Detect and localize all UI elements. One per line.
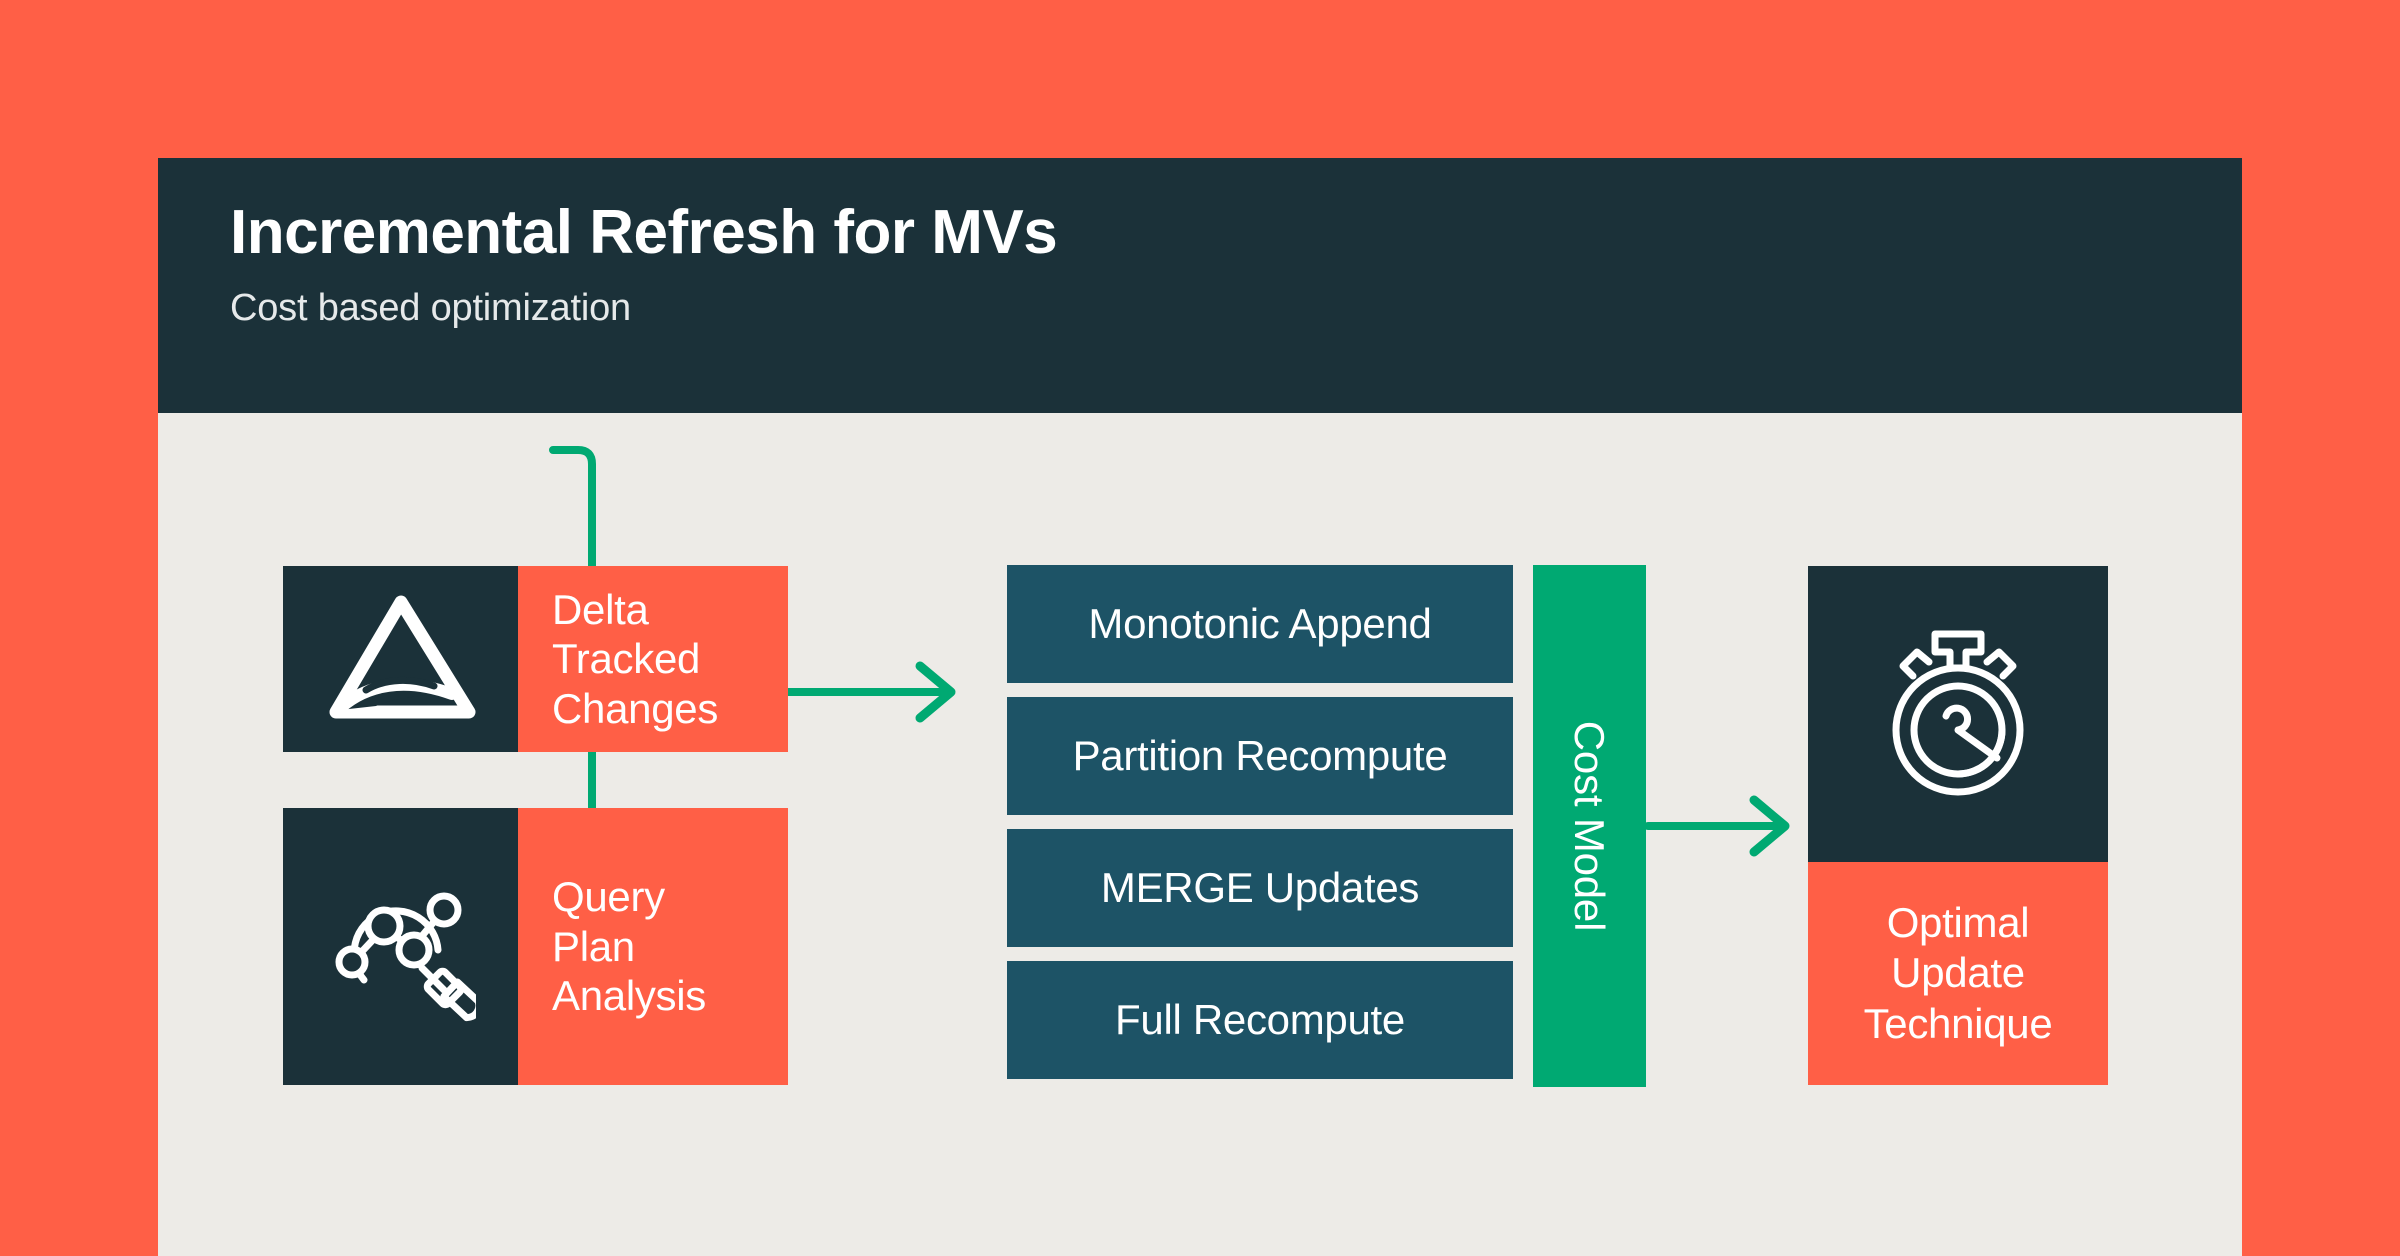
card-header: Incremental Refresh for MVs Cost based o… [158, 158, 2242, 413]
strategy-bar-merge-updates[interactable]: MERGE Updates [1007, 829, 1513, 947]
diagram-card: Incremental Refresh for MVs Cost based o… [158, 158, 2242, 1256]
strategy-label: Monotonic Append [1088, 600, 1432, 647]
input-label-delta: Delta Tracked Changes [518, 566, 788, 752]
output-label-line: Update [1891, 949, 2025, 997]
output-block-optimal-update-technique[interactable]: Optimal Update Technique [1808, 566, 2108, 1085]
cost-model-bar[interactable]: Cost Model [1533, 565, 1646, 1087]
input-block-delta-tracked-changes[interactable]: Delta Tracked Changes [283, 566, 788, 752]
output-label-line: Optimal [1886, 898, 2030, 946]
strategy-bar-monotonic-append[interactable]: Monotonic Append [1007, 565, 1513, 683]
input-label-line: Analysis [552, 972, 706, 1020]
input-label-query: Query Plan Analysis [518, 808, 788, 1085]
output-label-line: Technique [1863, 999, 2053, 1047]
output-label: Optimal Update Technique [1808, 862, 2108, 1085]
input-label-line: Tracked [552, 635, 701, 683]
strategy-label: Partition Recompute [1072, 732, 1448, 779]
query-plan-magnifier-icon [283, 808, 518, 1085]
strategy-label: Full Recompute [1115, 996, 1405, 1043]
input-label-line: Delta [552, 585, 649, 633]
input-block-query-plan-analysis[interactable]: Query Plan Analysis [283, 808, 788, 1085]
strategy-bar-partition-recompute[interactable]: Partition Recompute [1007, 697, 1513, 815]
delta-lake-logo-icon [283, 566, 518, 752]
input-label-line: Changes [552, 684, 719, 732]
strategy-bar-full-recompute[interactable]: Full Recompute [1007, 961, 1513, 1079]
page-title: Incremental Refresh for MVs [230, 198, 1058, 267]
input-label-line: Plan [552, 922, 635, 970]
strategy-label: MERGE Updates [1100, 864, 1420, 911]
stopwatch-icon [1808, 566, 2108, 862]
input-label-line: Query [552, 873, 665, 921]
page-subtitle: Cost based optimization [230, 287, 631, 329]
cost-model-label: Cost Model [1566, 720, 1614, 932]
